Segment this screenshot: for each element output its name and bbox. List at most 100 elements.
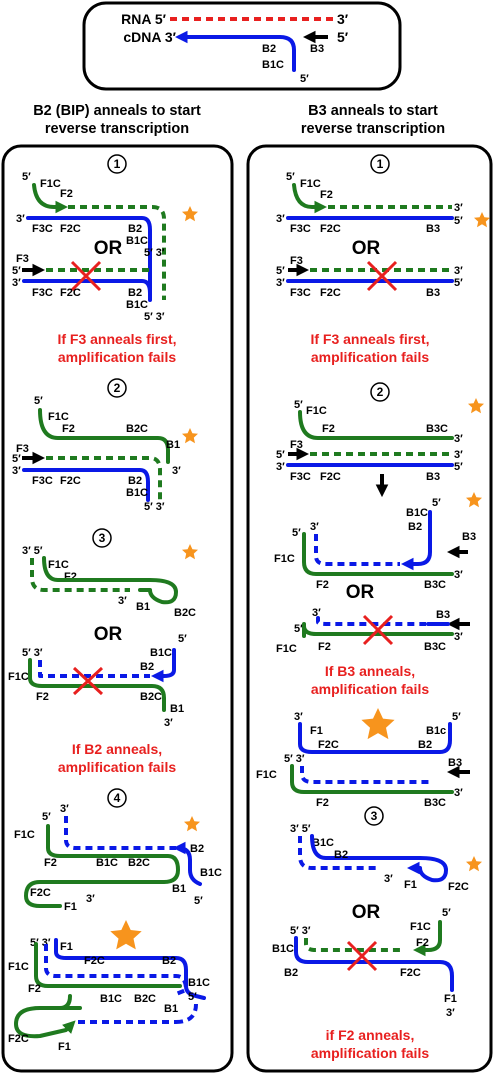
left-s1-ends: 5′ 3′ (144, 247, 165, 259)
right-fail3-line2: amplification fails (311, 1045, 429, 1061)
left-s4-dashed (64, 816, 176, 850)
left-s4b-B2C: B2C (134, 993, 156, 1005)
left-fail2-line2: amplification fails (58, 759, 176, 775)
right-s3b-F2: F2 (416, 937, 429, 949)
right-s2d-F1C: F1C (256, 769, 277, 781)
right-s2c-3p: 3′ (312, 607, 321, 619)
right-s2d-B2: B2 (418, 739, 432, 751)
right-s3-loop (310, 834, 448, 883)
left-s3-F1C: F1C (48, 559, 69, 571)
right-s2d-template (290, 764, 454, 794)
right-s3b-cross-b (346, 940, 378, 972)
left-header-line1: B2 (BIP) anneals to start (33, 103, 201, 119)
star-left-1 (182, 206, 198, 222)
top-schematic: RNA 5′ 3′ cDNA 3′ 5′ B2 B3 B1C 5′ (82, 1, 402, 91)
left-fail1-line2: amplification fails (58, 349, 176, 365)
right-s2-F2: F2 (322, 423, 335, 435)
right-s2-3p-c: 3′ (276, 461, 285, 473)
right-s3-ends: 3′ 5′ (290, 823, 311, 835)
right-step3-number: 3 (371, 809, 378, 823)
star-right-4 (466, 856, 482, 872)
right-step1-circle (370, 154, 390, 174)
right-step1-number: 1 (377, 157, 384, 171)
left-s1-F3C: F3C (32, 223, 53, 235)
right-s3b-F1: F1 (444, 993, 457, 1005)
right-header-line1: B3 anneals to start (308, 103, 438, 119)
right-s2b-B2: B2 (408, 521, 422, 533)
left-f3-5prime: 5′ (12, 265, 21, 277)
right-s3b-5p: 5′ (442, 907, 451, 919)
left-step3-number: 3 (99, 531, 106, 545)
right-f3-label: F3 (290, 255, 303, 267)
left-s2-3p: 3′ (12, 465, 21, 477)
left-s4b-F1: F1 (60, 941, 73, 953)
right-s2b-template (302, 532, 454, 576)
right-s3-F1: F1 (404, 879, 417, 891)
right-s2d-3p: 3′ (294, 711, 303, 723)
left-s4b-5p: 5′ (188, 991, 197, 1003)
left-s4-F2: F2 (44, 857, 57, 869)
left-s4b-green-join (38, 994, 72, 1010)
left-s4-B1C: B1C (96, 857, 118, 869)
left-s2-3prime: 3′ (172, 465, 181, 477)
left-s1-F1C: F1C (40, 178, 61, 190)
right-s2b-F1C: F1C (274, 553, 295, 565)
right-or-2: OR (346, 582, 375, 603)
right-s2-fip (298, 410, 454, 440)
left-s3b-B1C: B1C (150, 647, 172, 659)
left-or-2: OR (94, 624, 123, 645)
left-s2-F2C: F2C (60, 475, 81, 487)
right-s2-3p: 3′ (454, 433, 463, 445)
left-f3-cross-b (70, 260, 102, 292)
right-s2d-B3C: B3C (424, 797, 446, 809)
left-or-1: OR (94, 238, 123, 259)
right-s2d-blue-strand (298, 722, 452, 754)
right-s2c-B3C: B3C (424, 641, 446, 653)
right-s1-F2C: F2C (320, 223, 341, 235)
left-s4-B1: B1 (172, 883, 186, 895)
left-s4-B1C-b: B1C (200, 867, 222, 879)
right-s3-B1C: B1C (312, 837, 334, 849)
left-s2-ends: 5′ 3′ (144, 501, 165, 513)
right-s3b-blue (294, 936, 454, 992)
right-f3-B3: B3 (426, 287, 440, 299)
right-s2-B3C: B3C (426, 423, 448, 435)
left-s4-3p: 3′ (60, 803, 69, 815)
right-s2d-F2: F2 (316, 797, 329, 809)
left-s4b-blue-strand (54, 938, 206, 1000)
star-left-big (110, 920, 142, 950)
left-s4b-green-strand (34, 942, 182, 988)
left-s1-B2: B2 (128, 223, 142, 235)
right-step2-circle (370, 382, 390, 402)
left-s3-ends: 3′ 5′ (22, 545, 43, 557)
left-s4-B2C: B2C (128, 857, 150, 869)
right-f3-5p-b: 5′ (454, 277, 463, 289)
b3-label: B3 (310, 43, 324, 55)
left-s4b-F2C-b: F2C (8, 1033, 29, 1045)
right-s2b-F2: F2 (316, 579, 329, 591)
right-fail2-line2: amplification fails (311, 681, 429, 697)
left-step2-circle (107, 378, 127, 398)
left-f3-3prime: 3′ (12, 277, 21, 289)
left-step1-number: 1 (114, 157, 121, 171)
left-s4-F2C: F2C (30, 887, 51, 899)
right-s2c-3p-b: 3′ (454, 631, 463, 643)
right-s2-B3: B3 (426, 471, 440, 483)
left-s2-fip-strand (38, 408, 170, 464)
right-s2-5p: 5′ (294, 399, 303, 411)
stars (110, 206, 490, 950)
right-s2d-F2C: F2C (318, 739, 339, 751)
right-s2d-3p-b: 3′ (454, 787, 463, 799)
left-s3b-dashed (38, 660, 150, 678)
right-s2b-B3: B3 (462, 531, 476, 543)
left-s4b-dashed-3 (175, 1003, 198, 1024)
right-s3b-B2: B2 (284, 967, 298, 979)
left-f3-ends: 5′ 3′ (144, 311, 165, 323)
right-or-3: OR (352, 902, 381, 923)
right-s2c-F2: F2 (318, 641, 331, 653)
left-s4b-F1C: F1C (8, 961, 29, 973)
right-f3-cross-b (366, 260, 398, 292)
right-s2-5p-c: 5′ (454, 461, 463, 473)
left-s4b-B2: B2 (162, 955, 176, 967)
star-right-big (361, 708, 395, 740)
